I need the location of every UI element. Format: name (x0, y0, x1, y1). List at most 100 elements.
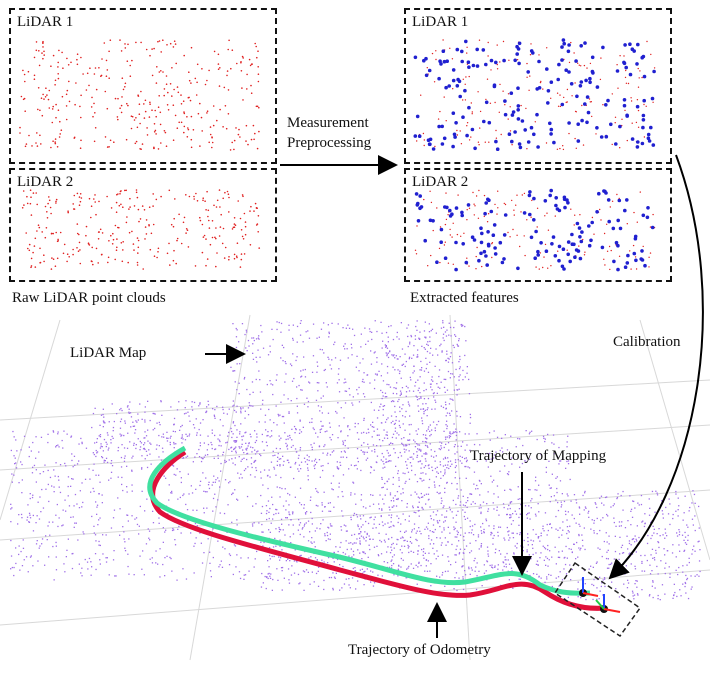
raw-point (62, 252, 65, 255)
map-point (313, 541, 315, 543)
map-point (233, 448, 235, 451)
feature-edge-point (643, 136, 646, 138)
map-point (478, 548, 480, 550)
map-point (483, 564, 485, 566)
map-point (443, 326, 445, 328)
map-point (395, 437, 397, 439)
map-point (268, 408, 270, 411)
map-point (619, 553, 621, 555)
map-point (501, 447, 503, 449)
map-point (596, 533, 598, 535)
map-point (357, 461, 359, 463)
map-point (282, 529, 284, 531)
map-point (234, 370, 236, 372)
feature-edge-point (437, 118, 440, 120)
map-point (656, 533, 658, 535)
map-point (287, 438, 289, 440)
raw-point (155, 82, 158, 84)
map-point (342, 495, 344, 498)
raw-point (201, 251, 204, 254)
map-point (453, 326, 455, 329)
map-point (651, 490, 654, 493)
map-point (376, 428, 379, 430)
map-point (459, 477, 461, 479)
map-point (393, 448, 395, 450)
map-point (333, 576, 336, 578)
map-point (283, 346, 285, 349)
feature-edge-point (466, 52, 468, 54)
map-point (280, 476, 282, 479)
map-point (422, 472, 424, 474)
map-point (42, 507, 45, 509)
map-point (360, 432, 363, 434)
map-point (642, 520, 644, 522)
raw-point (176, 237, 179, 240)
map-point (681, 534, 684, 536)
map-point (634, 565, 636, 567)
map-point (269, 577, 272, 579)
map-point (353, 533, 356, 536)
map-point (394, 422, 396, 425)
map-point (29, 556, 32, 558)
map-point (428, 535, 430, 537)
map-point (22, 539, 24, 541)
map-point (121, 444, 123, 446)
map-point (267, 560, 269, 562)
raw-point (177, 91, 180, 94)
feature-edge-point (602, 104, 604, 106)
map-point (386, 461, 388, 463)
map-point (108, 479, 110, 481)
map-point (408, 515, 410, 517)
raw-point (129, 64, 131, 67)
map-point (400, 392, 402, 394)
map-point (366, 451, 368, 453)
map-point (300, 468, 302, 470)
raw-point (43, 54, 45, 56)
map-point (313, 465, 315, 467)
feature-edge-point (477, 141, 480, 143)
map-point (591, 583, 593, 586)
map-point (406, 540, 408, 542)
raw-point (95, 88, 98, 91)
raw-point (72, 248, 74, 251)
map-point (468, 467, 471, 469)
raw-point (229, 149, 232, 151)
map-point (228, 431, 230, 434)
raw-point (175, 62, 177, 65)
map-point (304, 368, 306, 371)
map-point (171, 529, 174, 532)
traj-mapping-label: Trajectory of Mapping (470, 448, 607, 464)
raw-point (78, 204, 81, 206)
map-point (440, 447, 443, 449)
raw-point (225, 127, 228, 130)
map-point (675, 490, 677, 493)
map-point (417, 566, 419, 568)
map-point (300, 554, 302, 557)
raw-point (50, 232, 53, 235)
map-point (469, 449, 471, 451)
map-point (650, 554, 652, 556)
feature-edge-point (643, 103, 645, 106)
map-point (487, 550, 489, 552)
map-point (98, 474, 100, 476)
map-point (506, 513, 508, 516)
map-point (426, 409, 428, 411)
map-point (445, 516, 448, 518)
map-point (459, 355, 461, 358)
map-point (423, 548, 425, 550)
map-point (401, 364, 403, 366)
feat-lidar2-panel: LiDAR 2 (404, 168, 672, 282)
map-point (627, 579, 629, 581)
map-point (61, 439, 63, 442)
map-point (247, 466, 249, 468)
map-point (203, 552, 205, 554)
map-point (299, 555, 301, 557)
map-point (293, 572, 296, 574)
map-point (423, 330, 426, 332)
map-point (270, 430, 273, 432)
map-point (149, 558, 151, 560)
map-point (381, 508, 383, 510)
map-point (467, 500, 469, 502)
map-point (57, 475, 59, 478)
map-point (132, 421, 134, 423)
